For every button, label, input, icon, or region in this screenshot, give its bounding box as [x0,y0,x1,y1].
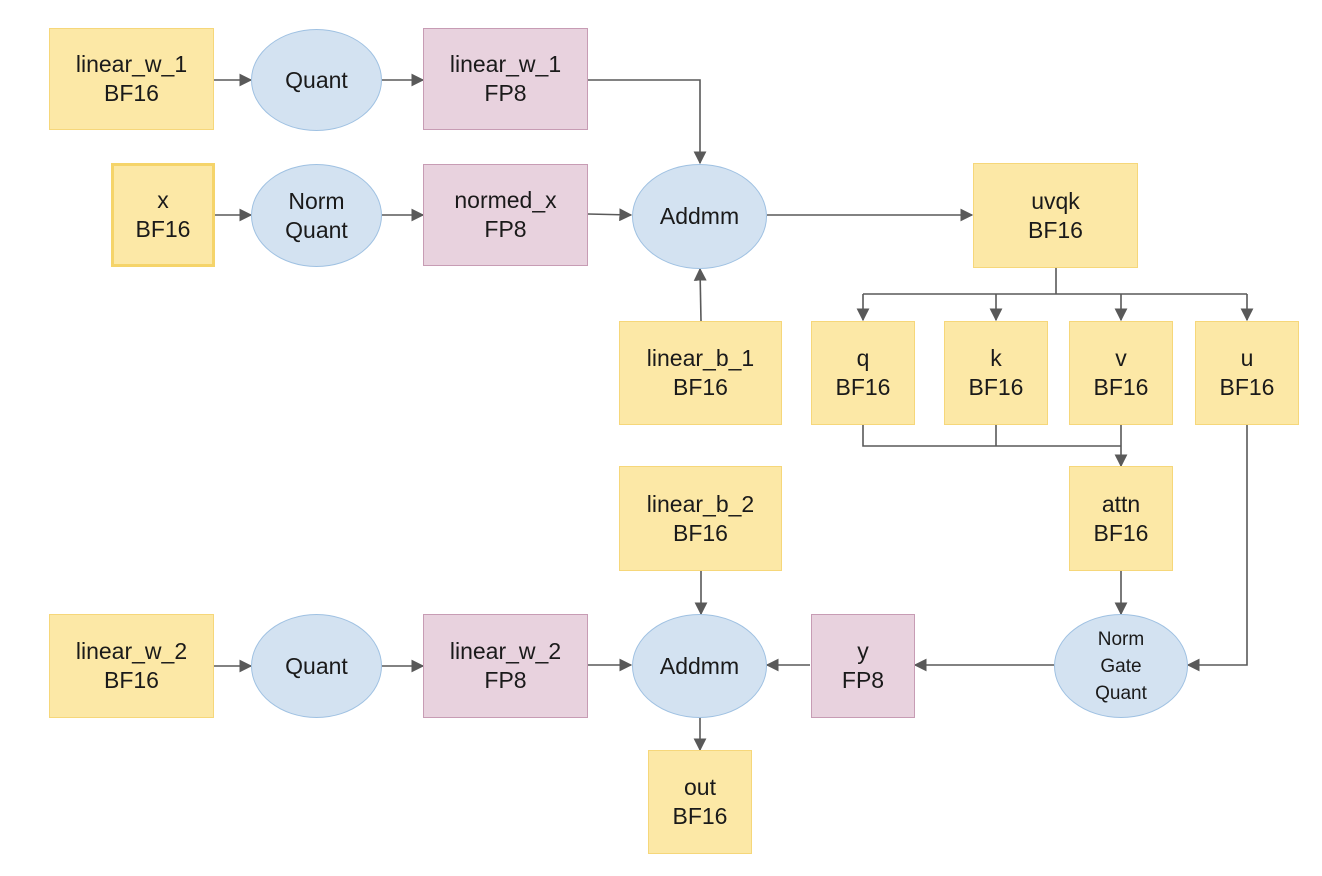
node-quant-1: Quant [251,29,382,131]
node-dtype: FP8 [484,80,527,106]
node-label-3: Quant [1095,682,1147,704]
node-dtype: BF16 [968,374,1024,400]
node-label: linear_b_1 [646,345,755,371]
node-linear-w-1-bf16: linear_w_1 BF16 [49,28,214,130]
node-attn: attn BF16 [1069,466,1173,571]
edge-linear-w-1-fp8-to-addmm [588,79,707,165]
node-dtype: BF16 [1028,216,1083,243]
node-label: normed_x [454,187,557,213]
node-label: Quant [285,652,348,679]
node-v: v BF16 [1069,321,1173,425]
node-dtype: FP8 [484,216,527,242]
node-uvqk: uvqk BF16 [973,163,1138,268]
node-linear-w-1-fp8: linear_w_1 FP8 [423,28,588,130]
node-label: u [1240,345,1254,371]
node-dtype: FP8 [484,667,527,693]
node-norm-quant: Norm Quant [251,164,382,267]
node-label: Quant [285,66,348,93]
node-dtype: BF16 [104,80,159,106]
node-linear-w-2-bf16: linear_w_2 BF16 [49,614,214,718]
node-label-2: Quant [285,216,348,243]
node-label: linear_w_1 [75,51,188,77]
node-dtype: BF16 [673,519,728,546]
node-label: linear_w_2 [449,638,562,664]
node-dtype: BF16 [835,374,891,400]
node-label: uvqk [1031,187,1080,214]
node-norm-gate-quant: Norm Gate Quant [1054,614,1188,718]
node-label: out [684,774,716,800]
node-label: Addmm [659,652,740,679]
node-addmm-2: Addmm [632,614,767,718]
node-dtype: BF16 [673,374,728,400]
node-label: y [857,638,869,664]
node-dtype: BF16 [135,216,191,242]
node-label: Addmm [659,203,740,229]
node-label: Norm [1097,628,1145,650]
edge-u-to-norm-gate-quant [1186,425,1248,672]
node-label: Norm [288,187,345,214]
node-label: attn [1101,490,1141,517]
node-label-2: Gate [1100,655,1142,677]
node-dtype: BF16 [1219,374,1275,400]
node-label: v [1115,345,1127,371]
node-quant-2: Quant [251,614,382,718]
edge-qkv-merge [862,425,1122,447]
node-out: out BF16 [648,750,752,854]
node-u: u BF16 [1195,321,1299,425]
node-normed-x: normed_x FP8 [423,164,588,266]
edge-uvqk-split [863,268,1247,295]
node-label: q [856,345,870,371]
node-linear-w-2-fp8: linear_w_2 FP8 [423,614,588,718]
node-label: x [157,187,169,213]
node-addmm-1: Addmm [632,164,767,269]
node-q: q BF16 [811,321,915,425]
node-linear-b-2: linear_b_2 BF16 [619,466,782,571]
node-dtype: FP8 [841,667,885,693]
node-k: k BF16 [944,321,1048,425]
node-dtype: BF16 [1093,519,1149,546]
node-label: linear_b_2 [646,490,755,517]
node-label: linear_w_1 [449,51,562,77]
node-x: x BF16 [111,163,215,267]
edge-normed-x-to-addmm [587,208,633,222]
node-dtype: BF16 [1093,374,1149,400]
edge-linear-b-1-to-addmm [693,267,707,322]
node-linear-b-1: linear_b_1 BF16 [619,321,782,425]
node-y: y FP8 [811,614,915,718]
node-label: k [990,345,1002,371]
node-dtype: BF16 [104,667,159,693]
node-dtype: BF16 [672,803,728,829]
node-label: linear_w_2 [75,638,188,664]
